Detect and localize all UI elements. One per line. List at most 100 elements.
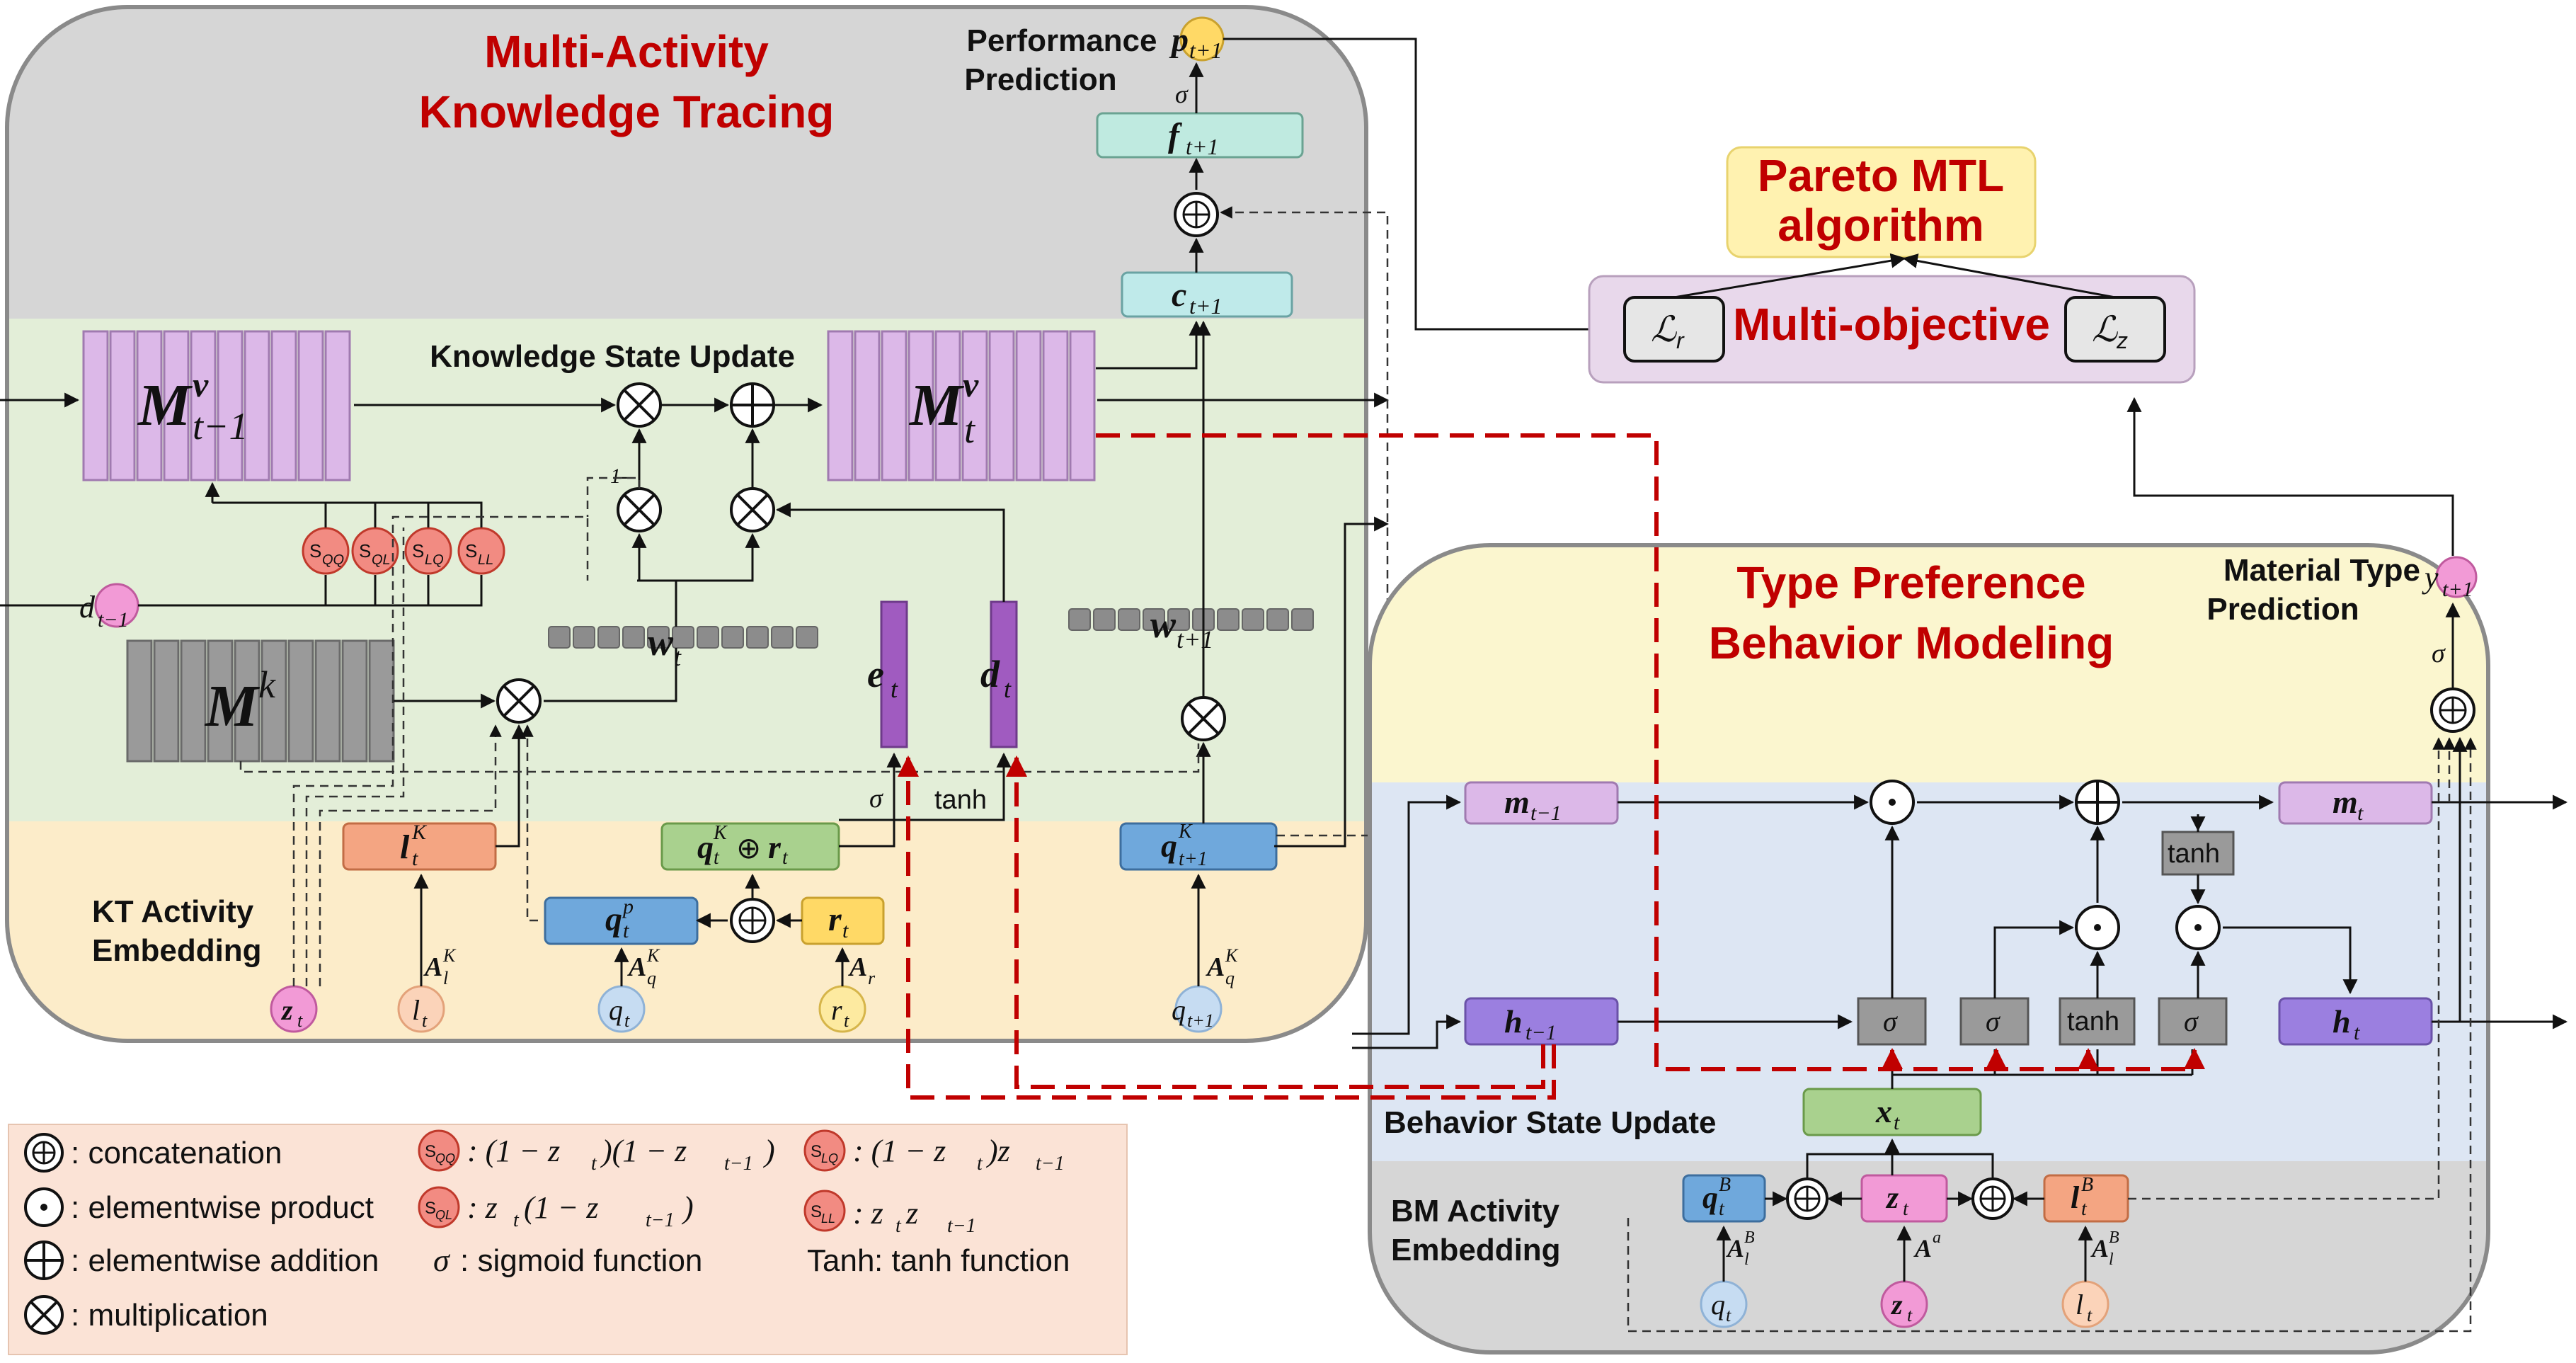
erase-vector (880, 600, 908, 748)
legend-sqq-icon: S QQ (418, 1129, 460, 1172)
aa-label: A (1913, 1234, 1932, 1262)
mv-sub: t (964, 409, 976, 451)
qb-in-sub: t (1726, 1305, 1731, 1325)
loss-z-symbol: ℒ (2092, 309, 2118, 349)
gate-tanh (2059, 997, 2136, 1046)
svg-text:S: S (359, 540, 371, 561)
loss-r-sub: r (1676, 328, 1685, 353)
one-minus-label: 1- (610, 464, 628, 488)
tanh-box (2161, 831, 2235, 876)
alb-sup: B (1744, 1228, 1755, 1247)
mk-sup: k (258, 663, 276, 706)
q2-sup: K (1178, 821, 1193, 843)
legend-sql-b: t (513, 1209, 520, 1231)
qkr-op: ⊕ (736, 831, 761, 865)
r-label: r (828, 901, 842, 938)
loss-z-sub: z (2116, 328, 2128, 353)
svg-text:QQ: QQ (322, 552, 344, 568)
aq-sub: q (647, 968, 656, 988)
svg-text:LL: LL (821, 1211, 835, 1226)
q2-sub: t+1 (1179, 848, 1208, 870)
mv-prev-main: M (137, 372, 193, 438)
alb-sub: l (1744, 1250, 1749, 1269)
kt-multiply-key (496, 678, 542, 724)
lb-input (2061, 1280, 2110, 1328)
l-in-label: l (412, 994, 420, 1026)
e-label: e (867, 653, 884, 695)
kt-concat-embed (730, 898, 775, 943)
kt-multiply-1 (617, 382, 662, 428)
h-label: h (2332, 1003, 2351, 1039)
legend-elem-add: : elementwise addition (71, 1243, 379, 1278)
w-next-vector (1068, 608, 1314, 631)
r-input (818, 985, 866, 1033)
svg-text:S: S (425, 1199, 436, 1218)
l-input (397, 985, 445, 1033)
legend-sqq-a: : (1 − z (467, 1134, 560, 1168)
ar-sub: r (868, 968, 876, 988)
al-sub: l (443, 968, 448, 988)
tp-state-update-label: Behavior State Update (1384, 1105, 1716, 1140)
mv-main: M (908, 372, 965, 438)
svg-text:QL: QL (435, 1208, 452, 1222)
svg-text:S: S (811, 1202, 822, 1221)
c-sub: t+1 (1189, 293, 1222, 319)
q-in-sub: t (624, 1010, 630, 1031)
legend-tanh-sym: Tanh (807, 1243, 874, 1278)
lb-in-label: l (2076, 1289, 2083, 1321)
kt-state-update-label: Knowledge State Update (430, 339, 795, 374)
kt-title-line2: Knowledge Tracing (419, 86, 835, 137)
legend-elem-prod: : elementwise product (71, 1190, 374, 1225)
memory-value-prev: M v t−1 (82, 330, 351, 481)
mat-pred-line2: Prediction (2206, 592, 2359, 627)
al-sup: K (442, 945, 457, 966)
legend-sql-c: (1 − z (524, 1190, 598, 1225)
qkr-r: r (768, 829, 782, 865)
mv-prev-sub: t−1 (193, 405, 248, 447)
gate-tanh-label: tanh (2067, 1007, 2119, 1037)
loss-r-to-pareto (1673, 253, 1906, 299)
legend-sll-icon: S LL (803, 1190, 846, 1232)
zb-input (1880, 1280, 1928, 1328)
qkr-q-sub: t (714, 847, 720, 869)
h-prev-label: h (1504, 1003, 1523, 1039)
kt-sigma-label: σ (869, 784, 883, 814)
tp-elem-prod-1 (1870, 780, 1915, 825)
multiobjective-label: Multi-objective (1733, 299, 2050, 350)
kt-multiply-2 (617, 487, 662, 532)
c-box (1121, 271, 1293, 318)
kt-panel: Multi-Activity Knowledge Tracing Perform… (5, 5, 1368, 1043)
legend-slq-c: )z (985, 1134, 1010, 1168)
w-vector (548, 626, 818, 649)
legend-sqq-d: t−1 (724, 1153, 753, 1175)
legend-sll-a: : z (853, 1196, 883, 1231)
qkr-r-sub: t (782, 847, 789, 869)
qkr-q-sup: K (713, 822, 728, 844)
kt-embedding-line1: KT Activity (92, 894, 254, 929)
svg-text:LQ: LQ (425, 552, 444, 568)
z-in-label: z (280, 994, 293, 1026)
tanh-box-label: tanh (2168, 839, 2220, 869)
loss-r-symbol: ℒ (1651, 309, 1677, 349)
legend-slq-d: t−1 (1036, 1153, 1065, 1175)
mv-sup: v (963, 365, 979, 404)
legend-slq-a: : (1 − z (853, 1134, 946, 1168)
loss-z-to-pareto (1902, 253, 2116, 299)
lb-sub: t (2081, 1198, 2088, 1220)
h-sub: t (2354, 1021, 2360, 1044)
tp-embedding-line2: Embedding (1391, 1233, 1561, 1267)
alb-label: A (1726, 1234, 1744, 1262)
f-sub: t+1 (1186, 134, 1218, 159)
zb-sub: t (1903, 1198, 1909, 1220)
tp-elem-prod-2 (2075, 905, 2120, 950)
legend-sll-b: t (895, 1215, 902, 1237)
p-sigma: σ (1175, 80, 1189, 108)
p-sub: t+1 (1189, 38, 1222, 63)
zb-in-sub: t (1907, 1305, 1913, 1325)
qkr-q: q (697, 829, 714, 865)
qb-sub: t (1719, 1198, 1725, 1220)
x-box (1802, 1088, 1982, 1136)
perf-pred-line2: Prediction (964, 62, 1116, 97)
ar-label: A (848, 952, 867, 982)
